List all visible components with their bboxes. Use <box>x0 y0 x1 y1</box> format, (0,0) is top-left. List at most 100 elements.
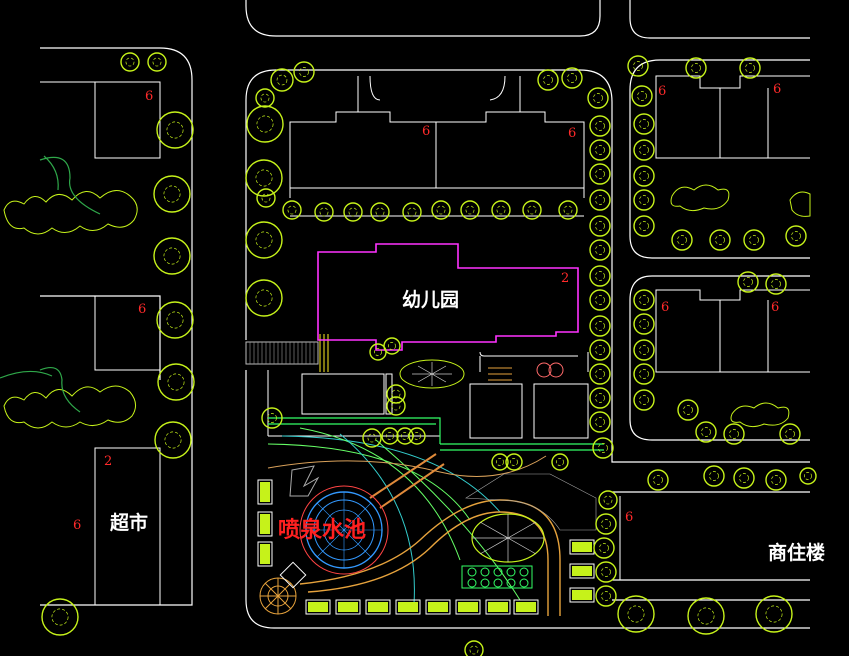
tree-canopy-detail <box>595 221 605 231</box>
tree-canopy-detail <box>739 473 749 483</box>
tree-icon <box>408 427 426 445</box>
shrub-icon <box>519 567 529 577</box>
tree-canopy-detail <box>556 458 564 466</box>
tree-icon <box>631 85 653 107</box>
tree-icon <box>464 640 484 656</box>
tree-canopy-detail <box>166 121 184 139</box>
tree-icon <box>491 200 511 220</box>
tree-canopy-detail <box>465 205 475 215</box>
tree-canopy-detail <box>163 247 181 265</box>
tree-icon <box>755 595 793 633</box>
tree-icon <box>617 595 655 633</box>
tree-canopy-detail <box>167 373 185 391</box>
tree-symbols <box>41 52 817 656</box>
tree-canopy-detail <box>255 231 273 249</box>
entrance-hatch <box>245 334 329 372</box>
tree-icon <box>765 273 787 295</box>
tree-canopy-detail <box>319 207 329 217</box>
shrub-clusters <box>3 184 811 429</box>
tree-canopy-detail <box>765 605 783 623</box>
tree-canopy-detail <box>391 401 401 411</box>
tree-icon <box>633 289 655 311</box>
floor-count: 6 <box>771 300 780 315</box>
tree-icon <box>255 88 275 108</box>
tree-icon <box>246 105 284 143</box>
tree-canopy-detail <box>595 369 605 379</box>
tree-canopy-detail <box>595 345 605 355</box>
tree-canopy-detail <box>743 277 753 287</box>
tree-icon <box>685 57 707 79</box>
tree-icon <box>245 279 283 317</box>
tree-icon <box>733 467 755 489</box>
tree-canopy-detail <box>51 608 69 626</box>
kindergarten-courtyard <box>399 359 564 389</box>
tree-canopy-detail <box>386 432 394 440</box>
shrub-icon <box>467 567 477 577</box>
tree-canopy-detail <box>691 63 701 73</box>
floor-count: 6 <box>625 510 634 525</box>
tree-icon <box>589 387 611 409</box>
tree-icon <box>595 585 617 607</box>
tree-icon <box>245 221 283 259</box>
tree-canopy-detail <box>407 207 417 217</box>
tree-canopy-detail <box>729 429 739 439</box>
tree-icon <box>120 52 140 72</box>
tree-canopy-detail <box>599 543 609 553</box>
tree-icon <box>156 111 194 149</box>
tree-canopy-detail <box>639 345 649 355</box>
tree-canopy-detail <box>683 405 693 415</box>
tree-icon <box>282 200 302 220</box>
tree-canopy-detail <box>601 519 611 529</box>
tree-canopy-detail <box>715 235 725 245</box>
tree-canopy-detail <box>639 145 649 155</box>
floor-count: 6 <box>661 300 670 315</box>
tree-canopy-detail <box>348 207 358 217</box>
tree-canopy-detail <box>260 93 270 103</box>
fountain-park <box>267 427 597 616</box>
tree-icon <box>522 200 542 220</box>
shrub-icon <box>506 578 516 588</box>
floor-count: 6 <box>138 302 147 317</box>
tree-icon <box>743 229 765 251</box>
tree-canopy-detail <box>595 393 605 403</box>
tree-canopy-detail <box>601 567 611 577</box>
tree-icon <box>799 467 817 485</box>
tree-icon <box>147 52 167 72</box>
tree-icon <box>739 57 761 79</box>
tree-icon <box>595 513 617 535</box>
tree-canopy-detail <box>637 91 647 101</box>
supermarket-label: 超市 <box>110 512 149 534</box>
shrub-icon <box>480 567 490 577</box>
tree-icon <box>261 407 283 429</box>
tree-canopy-detail <box>749 235 759 245</box>
tree-icon <box>156 301 194 339</box>
tree-canopy-detail <box>125 57 135 67</box>
plaza-star-pattern <box>471 513 545 563</box>
tree-canopy-detail <box>598 443 608 453</box>
tree-icon <box>153 237 191 275</box>
tree-icon <box>41 598 79 636</box>
floor-count: 6 <box>568 126 577 141</box>
tree-canopy-detail <box>639 221 649 231</box>
tree-icon <box>633 339 655 361</box>
tree-canopy-detail <box>653 475 663 485</box>
tree-icon <box>633 139 655 161</box>
floor-count: 6 <box>145 89 154 104</box>
tree-canopy-detail <box>595 271 605 281</box>
tree-canopy-detail <box>255 169 273 187</box>
tree-icon <box>153 175 191 213</box>
tree-canopy-detail <box>603 495 613 505</box>
tree-icon <box>314 202 334 222</box>
tree-icon <box>633 215 655 237</box>
floor-count: 6 <box>73 518 82 533</box>
tree-icon <box>370 202 390 222</box>
tree-canopy-detail <box>391 389 401 399</box>
tree-canopy-detail <box>697 607 715 625</box>
tree-canopy-detail <box>436 205 446 215</box>
tree-canopy-detail <box>595 145 605 155</box>
tree-canopy-detail <box>261 193 271 203</box>
tree-canopy-detail <box>496 205 506 215</box>
tree-icon <box>537 69 559 91</box>
hedge-rows <box>268 417 604 451</box>
